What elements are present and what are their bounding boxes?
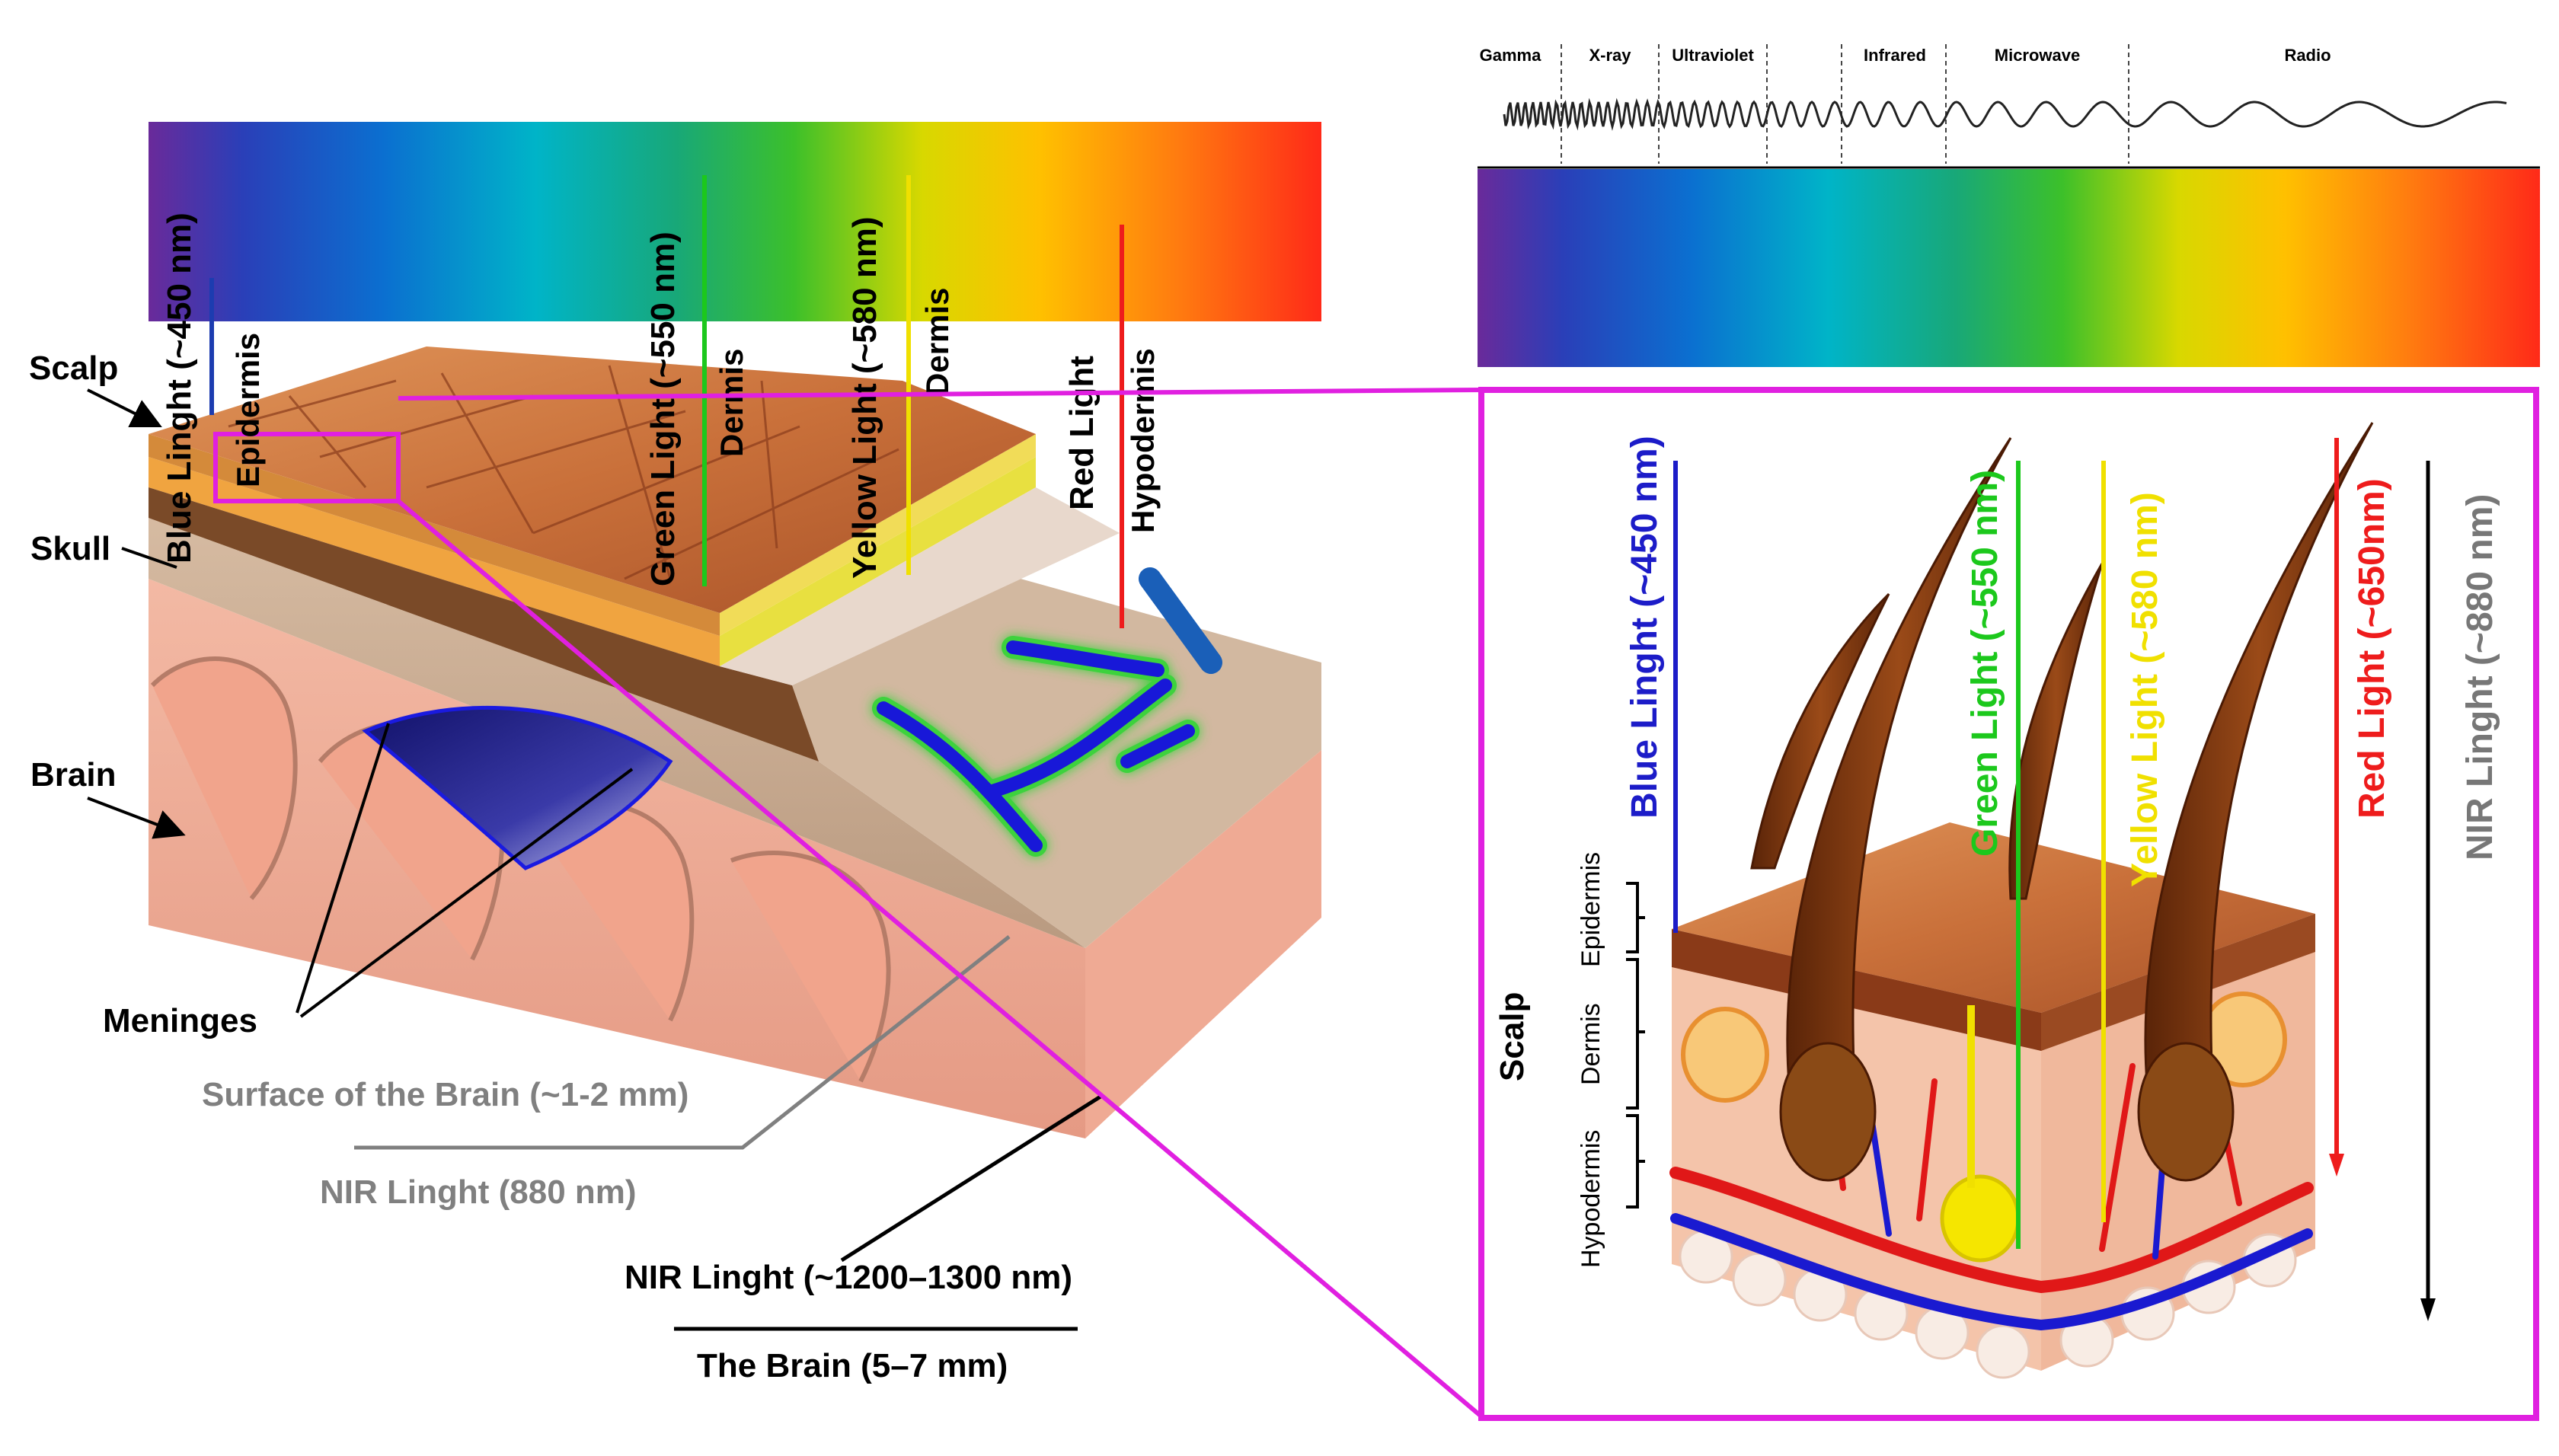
right-dermis-label: Dermis [1577, 1003, 1605, 1085]
the-brain-label: The Brain (5–7 mm) [697, 1347, 1008, 1384]
band-label-ultraviolet: Ultraviolet [1672, 46, 1754, 65]
left-epidermis-label: Epidermis [230, 333, 266, 487]
left-dermis-b-label: Dermis [919, 288, 955, 396]
nir1200-label: NIR Linght (~1200–1300 nm) [625, 1259, 1072, 1296]
band-label-microwave: Microwave [1995, 46, 2081, 65]
meninges-label: Meninges [103, 1002, 257, 1039]
left-red-label: Red Light [1063, 356, 1101, 510]
em-wave [1504, 102, 2506, 126]
nir880-label: NIR Linght (880 nm) [320, 1173, 637, 1211]
left-dermis-a-label: Dermis [714, 349, 749, 457]
band-label-xray: X-ray [1589, 46, 1631, 65]
left-blue-label: Blue Linght (~450 nm) [161, 212, 198, 564]
sweat-gland [1942, 1177, 2018, 1260]
left-yellow-label: Yellow Light (~580 nm) [846, 216, 883, 579]
band-label-gamma: Gamma [1480, 46, 1541, 65]
right-hypodermis-label: Hypodermis [1577, 1130, 1605, 1268]
em-spectrum: Gamma X-ray Ultraviolet Infrared Microwa… [1478, 44, 2540, 367]
right-spectrum-bar [1478, 169, 2540, 367]
band-label-infrared: Infrared [1864, 46, 1926, 65]
right-yellow-label: Yellow Light (~580 nm) [2125, 492, 2165, 887]
scalp-pointer [88, 390, 149, 420]
band-label-radio: Radio [2284, 46, 2331, 65]
left-spectrum-bar [149, 122, 1321, 321]
surface-label: Surface of the Brain (~1-2 mm) [202, 1076, 688, 1113]
right-nir-label: NIR Linght (~880 nm) [2460, 494, 2500, 861]
right-scalp-label: Scalp [1494, 992, 1531, 1081]
right-blue-label: Blue Linght (~450 nm) [1625, 436, 1665, 819]
left-green-label: Green Light (~550 nm) [644, 231, 682, 586]
scalp-label: Scalp [29, 350, 118, 387]
left-hypodermis-label: Hypodermis [1125, 348, 1161, 533]
skull-label: Skull [30, 530, 110, 567]
right-red-label: Red Light (~650nm) [2352, 478, 2392, 819]
right-green-label: Green Light (~550 nm) [1965, 470, 2005, 857]
right-epidermis-label: Epidermis [1577, 852, 1605, 967]
brain-label: Brain [30, 756, 116, 793]
nir1200-pointer [842, 1097, 1101, 1260]
